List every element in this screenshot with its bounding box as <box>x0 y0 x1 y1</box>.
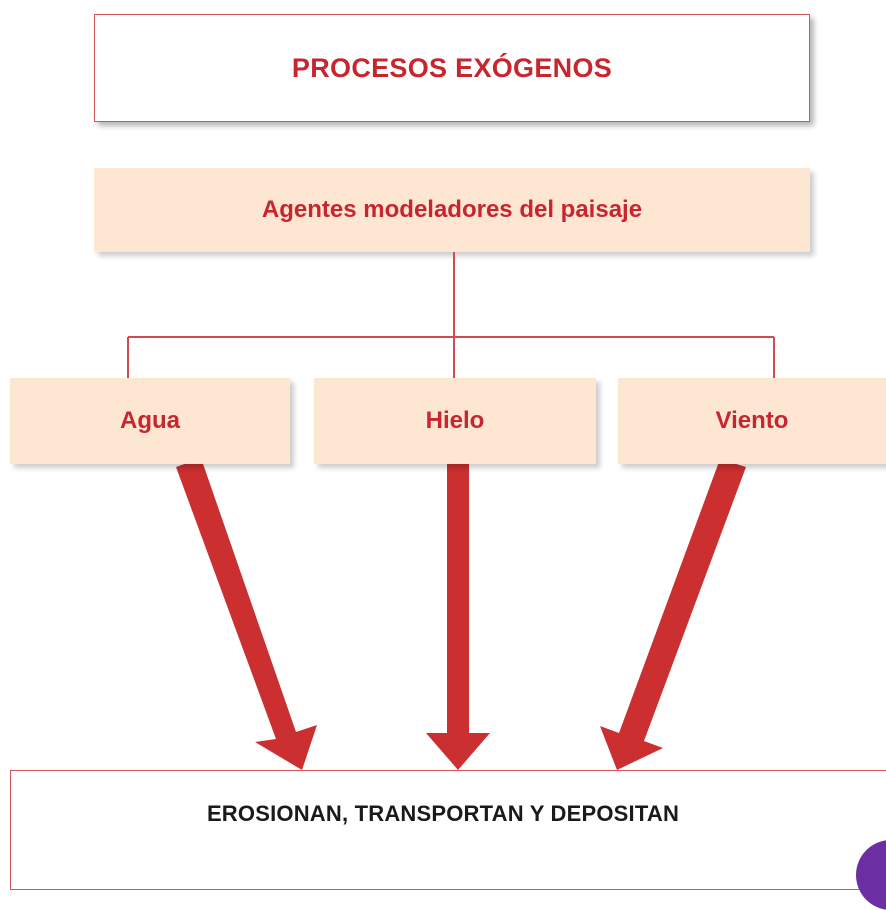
arrow-viento <box>600 459 746 770</box>
tree-connector-lines <box>127 252 775 378</box>
agent-box-hielo: Hielo <box>314 378 596 464</box>
agent-box-agua: Agua <box>10 378 290 464</box>
title-box: PROCESOS EXÓGENOS <box>94 14 810 122</box>
flow-arrows <box>176 458 746 770</box>
main-node-label: Agentes modeladores del paisaje <box>261 196 643 223</box>
result-box: EROSIONAN, TRANSPORTAN Y DEPOSITAN <box>10 770 886 890</box>
agent-box-viento: Viento <box>618 378 886 464</box>
main-node-box: Agentes modeladores del paisaje <box>94 168 810 252</box>
result-label: EROSIONAN, TRANSPORTAN Y DEPOSITAN <box>206 801 680 826</box>
agent-label-hielo: Hielo <box>425 407 485 434</box>
arrow-hielo <box>426 464 490 770</box>
agent-label-agua: Agua <box>120 407 180 434</box>
arrow-agua <box>176 458 317 770</box>
agent-label-viento: Viento <box>715 407 789 434</box>
connector-graphics <box>127 252 775 770</box>
diagram-title: PROCESOS EXÓGENOS <box>291 52 613 83</box>
